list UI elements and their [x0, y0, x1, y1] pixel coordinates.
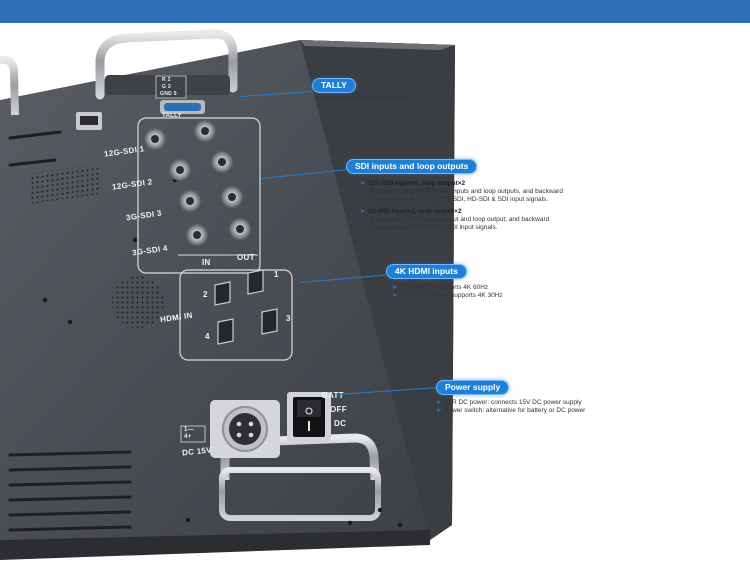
- hdmi-num-2: 2: [203, 290, 208, 299]
- bullet-arrow-icon: ➤: [360, 181, 366, 187]
- dc-pin-1: 1—: [184, 427, 194, 433]
- bullet-arrow-icon: ➤: [436, 408, 442, 414]
- hdmi-callout-title: 4K HDMI inputs: [386, 264, 467, 279]
- sdi-callout-title: SDI inputs and loop outputs: [346, 159, 478, 174]
- sdi-callout-item-2: ➤3G-SDI input×2, loop output×2 It suppor…: [360, 208, 550, 231]
- tally-callout-title: TALLY: [312, 78, 356, 93]
- bullet-arrow-icon: ➤: [360, 209, 366, 215]
- tally-callout-desc: TALLY port and Tally description.: [318, 95, 413, 102]
- bullet-arrow-icon: ➤: [392, 285, 398, 291]
- switch-batt-label: BATT: [322, 391, 344, 400]
- hdmi-num-1: 1: [274, 270, 279, 279]
- bullet-arrow-icon: ➤: [436, 400, 442, 406]
- power-callout-items: ➤XLR DC power: connects 15V DC power sup…: [436, 399, 586, 414]
- dc-pin-4: 4+: [184, 434, 192, 440]
- switch-off-label: OFF: [330, 405, 347, 414]
- sdi-in-label: IN: [202, 258, 211, 267]
- sdi-out-label: OUT: [237, 253, 255, 262]
- hdmi-num-4: 4: [205, 332, 210, 341]
- hdmi-callout-items: ➤1: HDMI 2.0 supports 4K 60Hz ➤2, 3, 4: …: [392, 284, 503, 299]
- switch-dc-label: DC: [334, 419, 347, 428]
- hdmi-num-3: 3: [286, 314, 291, 323]
- bullet-arrow-icon: ➤: [392, 293, 398, 299]
- tally-pin-r: R 2: [162, 77, 171, 83]
- top-banner: [0, 0, 750, 23]
- tally-pin-gnd: GND 5: [160, 91, 177, 97]
- power-callout-title: Power supply: [436, 380, 510, 395]
- sdi-callout-item-1: ➤12G-SDI input×2, loop output×2 It suppo…: [360, 180, 563, 203]
- tally-pin-g: G 3: [162, 84, 171, 90]
- tally-port-label: TALLY: [162, 113, 182, 119]
